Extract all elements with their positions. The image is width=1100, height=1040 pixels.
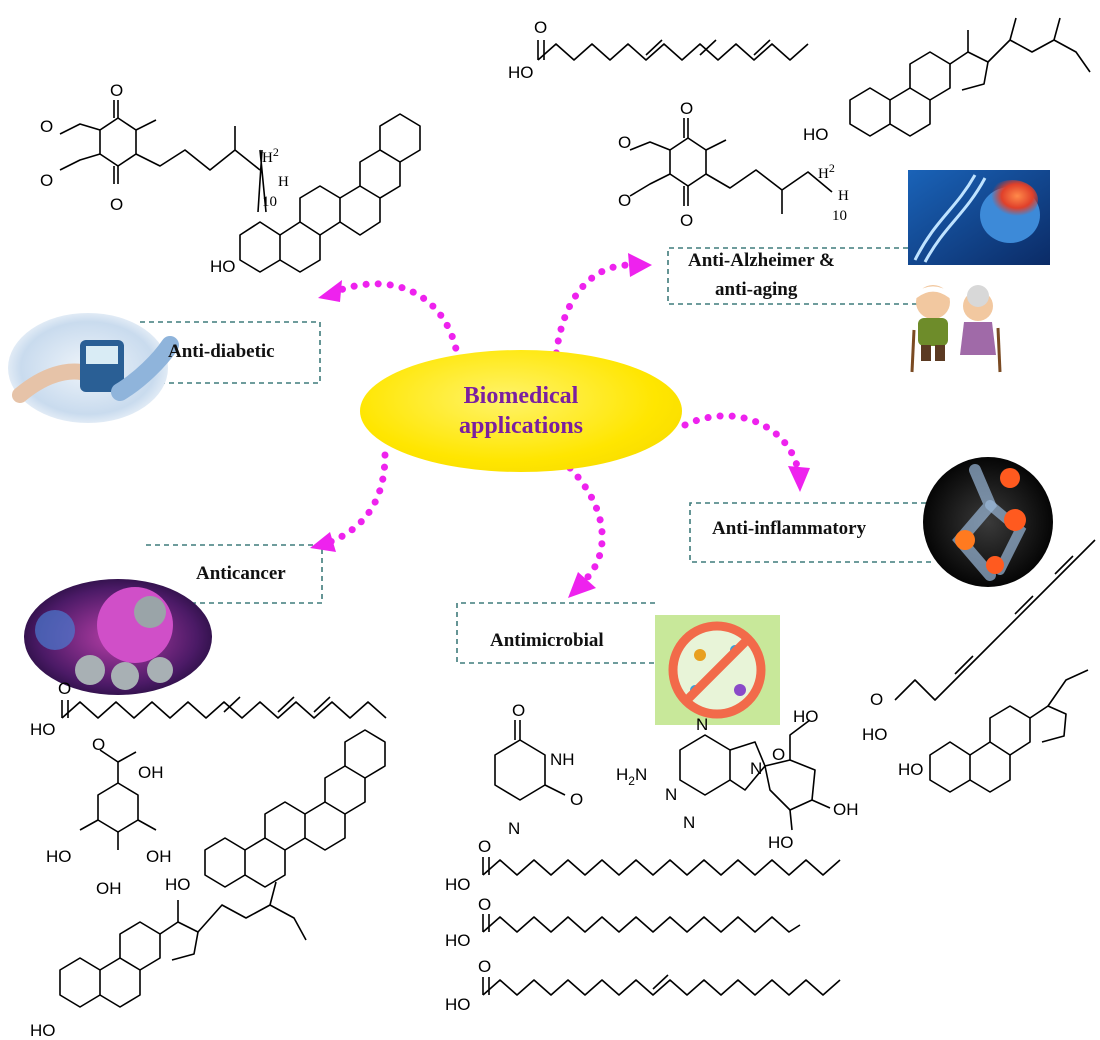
atom-o: O bbox=[40, 117, 53, 136]
adenosine: N N H2N N N HO O OH HO bbox=[616, 707, 859, 852]
anti-inflammatory-box bbox=[689, 502, 935, 563]
sterol-bottom-left: HO bbox=[30, 881, 307, 1040]
atom-h: H bbox=[278, 174, 289, 190]
sterol-top-right: HO bbox=[803, 17, 1091, 144]
atom-ho: HO bbox=[165, 875, 191, 894]
glucose-meter-photo bbox=[8, 313, 179, 423]
atom-ho: HO bbox=[46, 847, 72, 866]
anti-alzheimer-label-line2: anti-aging bbox=[715, 279, 798, 300]
fatty-acid-right: HO O bbox=[862, 539, 1096, 744]
fatty-acid-top: HO O bbox=[508, 18, 809, 82]
inflamed-joints-photo bbox=[923, 457, 1053, 587]
atom-o: O bbox=[40, 171, 53, 190]
fatty-acid-bottom-1: HO O bbox=[445, 837, 841, 894]
anti-inflammatory-label: Anti-inflammatory bbox=[712, 518, 867, 539]
atom-nh: NH bbox=[550, 750, 575, 769]
anti-diabetic-label: Anti-diabetic bbox=[168, 341, 275, 362]
atom-o: O bbox=[110, 195, 123, 214]
anticancer-label: Anticancer bbox=[196, 563, 286, 584]
atom-n: N bbox=[696, 715, 708, 734]
subscript-10: 10 bbox=[832, 208, 847, 224]
antimicrobial-box bbox=[456, 602, 655, 664]
hub-title-line2: applications bbox=[458, 413, 584, 439]
fatty-acid-bottom-2: HO O bbox=[445, 895, 801, 950]
anti-diabetic-box bbox=[140, 321, 321, 384]
sterol-right: HO bbox=[898, 669, 1089, 793]
atom-o: O bbox=[478, 957, 491, 976]
arrow-to-anticancer bbox=[310, 451, 389, 552]
atom-o: O bbox=[478, 895, 491, 914]
atom-h2: H2 bbox=[262, 145, 279, 166]
gallic-acid: OH O HO OH OH bbox=[46, 735, 172, 898]
atom-h: H bbox=[838, 188, 849, 204]
brain-dna-photo bbox=[908, 170, 1050, 265]
arrow-to-anti-inflammatory bbox=[681, 412, 810, 492]
atom-ho: HO bbox=[30, 1021, 56, 1040]
atom-o: O bbox=[870, 690, 883, 709]
atom-o: O bbox=[534, 18, 547, 37]
atom-ho: HO bbox=[445, 995, 471, 1014]
anti-alzheimer-label-line1: Anti-Alzheimer & bbox=[688, 250, 835, 271]
atom-o: O bbox=[680, 211, 693, 230]
atom-ho: HO bbox=[508, 63, 534, 82]
atom-n: N bbox=[750, 759, 762, 778]
atom-h2: H2 bbox=[818, 161, 835, 182]
fatty-acid-lower-left: HO O bbox=[30, 679, 387, 739]
atom-ho: HO bbox=[803, 125, 829, 144]
atom-h2n: H2N bbox=[616, 765, 647, 788]
atom-o: O bbox=[680, 99, 693, 118]
atom-ho: HO bbox=[898, 760, 924, 779]
atom-o: O bbox=[618, 133, 631, 152]
no-microbes-icon bbox=[655, 615, 780, 725]
atom-ho: HO bbox=[862, 725, 888, 744]
arrow-to-antimicrobial bbox=[566, 464, 606, 598]
fatty-acid-bottom-3: HO O bbox=[445, 957, 841, 1014]
elderly-couple-photo bbox=[910, 285, 1002, 373]
atom-o: O bbox=[772, 745, 785, 764]
triterpene-lower: HO bbox=[165, 729, 386, 894]
atom-nh: N bbox=[508, 819, 520, 838]
atom-n: N bbox=[665, 785, 677, 804]
atom-ho: HO bbox=[793, 707, 819, 726]
anticancer-box bbox=[146, 544, 323, 604]
atom-oh: OH bbox=[138, 763, 164, 782]
atom-ho: HO bbox=[30, 720, 56, 739]
atom-o: O bbox=[110, 81, 123, 100]
atom-o: O bbox=[618, 191, 631, 210]
atom-o: O bbox=[512, 701, 525, 720]
atom-ho: HO bbox=[768, 833, 794, 852]
atom-n: N bbox=[683, 813, 695, 832]
atom-oh: OH bbox=[146, 847, 172, 866]
uracil: O NH O N bbox=[494, 701, 583, 838]
atom-ho: HO bbox=[210, 257, 236, 276]
atom-ho: HO bbox=[445, 931, 471, 950]
arrow-to-anti-diabetic bbox=[318, 280, 462, 364]
cancer-cells-photo bbox=[24, 579, 212, 695]
arrow-to-anti-alzheimer bbox=[551, 253, 652, 369]
triterpene-top-left: HO bbox=[210, 113, 421, 276]
coq10-center-top: O O O O H2 H 10 bbox=[618, 99, 849, 230]
coq10-top-left: O O O O H2 H 10 bbox=[40, 81, 289, 214]
atom-o: O bbox=[92, 735, 105, 754]
biomedical-applications-hub: Biomedical applications bbox=[360, 350, 682, 472]
atom-o: O bbox=[58, 679, 71, 698]
atom-o: O bbox=[478, 837, 491, 856]
atom-oh: OH bbox=[833, 800, 859, 819]
atom-o: O bbox=[570, 790, 583, 809]
atom-ho: HO bbox=[445, 875, 471, 894]
atom-oh: OH bbox=[96, 879, 122, 898]
antimicrobial-label: Antimicrobial bbox=[490, 630, 604, 651]
hub-title-line1: Biomedical bbox=[463, 383, 579, 409]
